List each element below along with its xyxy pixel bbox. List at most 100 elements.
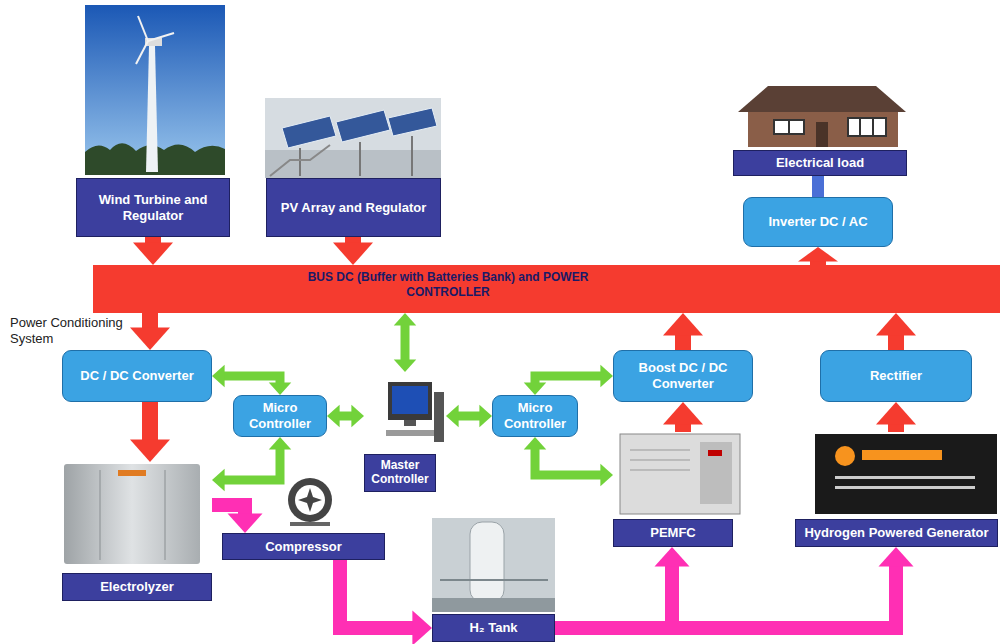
control-arrow bbox=[212, 365, 291, 395]
arrow-head bbox=[133, 243, 173, 265]
hydrogen-arrow bbox=[340, 560, 432, 644]
arrow-head bbox=[600, 365, 613, 388]
control-arrow bbox=[446, 405, 492, 428]
arrow-head bbox=[130, 328, 170, 350]
connector-line bbox=[340, 560, 413, 628]
arrow-head bbox=[879, 547, 914, 567]
connector-line bbox=[142, 313, 158, 329]
bus-title: BUS DC (Buffer with Batteries Bank) and … bbox=[283, 270, 613, 300]
arrow-head bbox=[446, 405, 459, 428]
fuel-cell-photo bbox=[620, 434, 740, 514]
arrow-head bbox=[212, 469, 225, 492]
arrow-head bbox=[412, 611, 432, 644]
node-text: PV Array and Regulator bbox=[277, 198, 430, 218]
note-label: Power Conditioning System bbox=[10, 315, 145, 346]
control-arrow bbox=[524, 365, 613, 395]
arrow-head bbox=[479, 405, 492, 428]
power-arrow bbox=[133, 237, 173, 265]
electrolyzer-photo bbox=[64, 464, 200, 564]
connector-line bbox=[212, 505, 245, 514]
controller-box: Micro Controller bbox=[492, 395, 578, 437]
arrow-head bbox=[798, 247, 838, 261]
generator-photo bbox=[815, 434, 997, 514]
source-label: PV Array and Regulator bbox=[266, 178, 441, 237]
generator-group: Hydrogen Powered Generator bbox=[795, 432, 1000, 547]
connector-line bbox=[675, 334, 691, 350]
node-text: Micro Controller bbox=[234, 398, 326, 433]
converter-box: Rectifier bbox=[820, 350, 972, 402]
connector-line bbox=[555, 566, 896, 628]
arrow-head bbox=[524, 382, 547, 395]
converter-box: Boost DC / DC Converter bbox=[613, 350, 753, 402]
hydrogen-tank-photo bbox=[432, 518, 555, 612]
control-arrow bbox=[327, 405, 364, 428]
controller-box: Micro Controller bbox=[233, 395, 327, 437]
power-arrow bbox=[876, 402, 916, 432]
node-text: PEMFC bbox=[613, 519, 733, 547]
node-text: Electrolyzer bbox=[62, 573, 212, 601]
hydrogen-arrow bbox=[212, 505, 263, 533]
arrow-head bbox=[212, 365, 225, 388]
electrolyzer-group: Electrolyzer bbox=[62, 462, 212, 601]
arrow-head bbox=[351, 405, 364, 428]
converter-box: DC / DC Converter bbox=[62, 350, 212, 402]
node-text: Inverter DC / AC bbox=[764, 212, 871, 232]
source-label: Wind Turbine and Regulator bbox=[76, 178, 230, 237]
arrow-head bbox=[876, 313, 916, 335]
connector-line bbox=[224, 376, 280, 383]
control-arrow bbox=[394, 313, 417, 372]
arrow-head bbox=[333, 243, 373, 265]
connector-line bbox=[812, 176, 824, 197]
arrow-head bbox=[394, 359, 417, 372]
wind-turbine-photo bbox=[85, 5, 225, 175]
node-text: Master Controller bbox=[364, 454, 436, 492]
connector-line bbox=[535, 449, 601, 475]
power-arrow bbox=[663, 313, 703, 350]
connector-line bbox=[224, 449, 280, 480]
connector-line bbox=[339, 412, 353, 421]
computer-picture bbox=[386, 382, 444, 442]
power-arrow bbox=[876, 313, 916, 350]
hydrogen-arrow bbox=[555, 547, 914, 628]
node-text: H₂ Tank bbox=[432, 614, 555, 642]
control-arrow bbox=[524, 437, 613, 486]
component-label: Compressor bbox=[222, 533, 385, 560]
arrow-head bbox=[130, 440, 170, 462]
arrow-head bbox=[655, 547, 690, 567]
arrow-head bbox=[269, 382, 292, 395]
connector-line bbox=[535, 376, 601, 383]
node-text: Rectifier bbox=[866, 366, 926, 386]
pv-array-photo bbox=[265, 98, 441, 178]
arrow-head bbox=[524, 437, 547, 450]
connector-line bbox=[888, 334, 904, 350]
node-text: Wind Turbine and Regulator bbox=[77, 190, 229, 225]
power-arrow bbox=[663, 402, 703, 432]
bus-band: BUS DC (Buffer with Batteries Bank) and … bbox=[93, 265, 1000, 313]
tank-group: H₂ Tank bbox=[432, 518, 555, 642]
arrow-head bbox=[269, 437, 292, 450]
arrow-head bbox=[663, 313, 703, 335]
connector-line bbox=[888, 423, 904, 432]
arrow-head bbox=[394, 313, 417, 326]
arrow-head bbox=[600, 464, 613, 487]
control-arrow bbox=[212, 437, 291, 491]
node-text: Micro Controller bbox=[493, 398, 577, 433]
node-text: Electrical load bbox=[772, 153, 868, 173]
converter-box: Inverter DC / AC bbox=[743, 197, 893, 247]
load-label: Electrical load bbox=[733, 150, 907, 176]
connector-line bbox=[458, 412, 481, 421]
node-text: Boost DC / DC Converter bbox=[614, 358, 752, 393]
fuel-cell-group: PEMFC bbox=[613, 432, 743, 547]
connector-line bbox=[142, 402, 158, 441]
power-arrow bbox=[130, 402, 170, 462]
power-arrow bbox=[798, 247, 838, 265]
node-text: Hydrogen Powered Generator bbox=[795, 519, 998, 547]
arrow-head bbox=[876, 402, 916, 424]
load-link bbox=[818, 176, 819, 197]
arrow-head bbox=[228, 513, 263, 533]
arrow-head bbox=[327, 405, 340, 428]
connector-line bbox=[555, 566, 672, 628]
node-text: Compressor bbox=[261, 537, 346, 557]
power-arrow bbox=[130, 313, 170, 350]
